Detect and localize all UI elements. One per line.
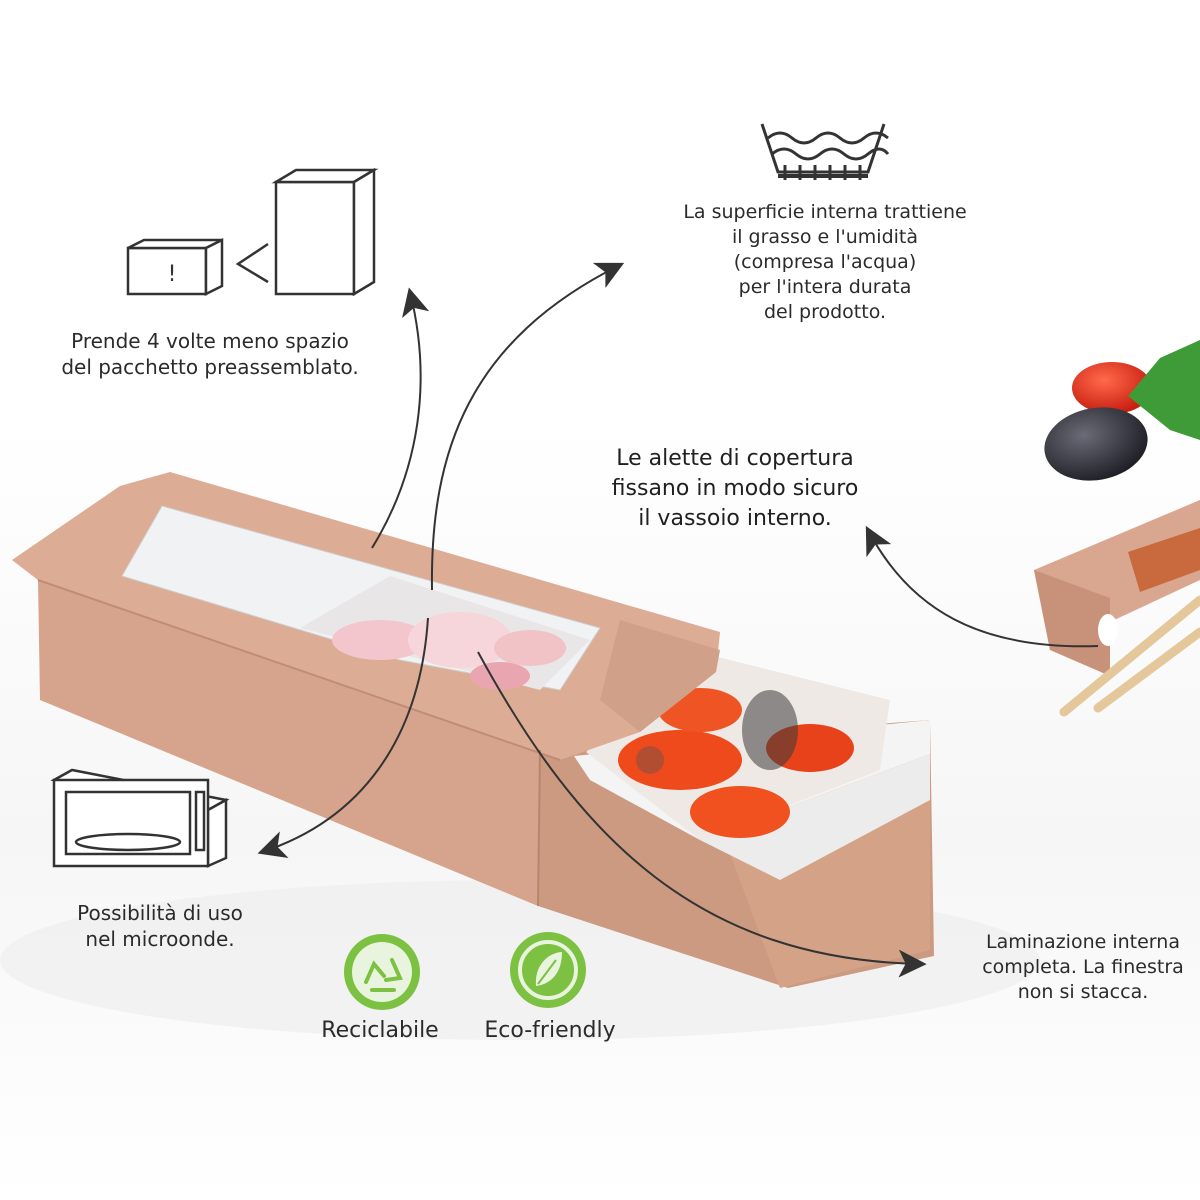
parsley-image — [1128, 340, 1200, 440]
kraft-box-image — [12, 472, 934, 988]
grease-resistant-icon — [760, 123, 890, 180]
caption-cover-flaps: Le alette di copertura fissano in modo s… — [611, 446, 859, 531]
arrow-to-microwave — [257, 617, 429, 859]
caption-lamination: Laminazione interna completa. La finestr… — [982, 931, 1184, 1004]
microwave-icon — [50, 768, 230, 868]
eco-friendly-badge — [510, 932, 586, 1008]
caption-microwave: Possibilità di uso nel microonde. — [77, 901, 243, 952]
caption-grease-resistance: La superficie interna trattiene il grass… — [683, 201, 967, 324]
small-box-mark: ! — [168, 262, 177, 287]
caption-space-saving: Prende 4 volte meno spazio del pacchetto… — [61, 329, 359, 380]
flatpack-comparison-icon — [126, 167, 379, 297]
recycle-icon — [364, 958, 403, 992]
arrow-to-grease — [430, 262, 625, 591]
recyclable-label: Reciclabile — [321, 1018, 439, 1043]
chopsticks-image — [1059, 595, 1200, 717]
eco-friendly-label: Eco-friendly — [484, 1018, 616, 1043]
arrow-to-lamination — [477, 651, 927, 978]
second-box-image — [1034, 500, 1200, 676]
tomato-image — [1072, 362, 1152, 414]
arrow-to-flaps — [865, 525, 1099, 648]
olive-image — [1044, 407, 1148, 481]
recyclable-badge — [344, 934, 420, 1010]
arrow-to-flatpack — [371, 287, 430, 549]
